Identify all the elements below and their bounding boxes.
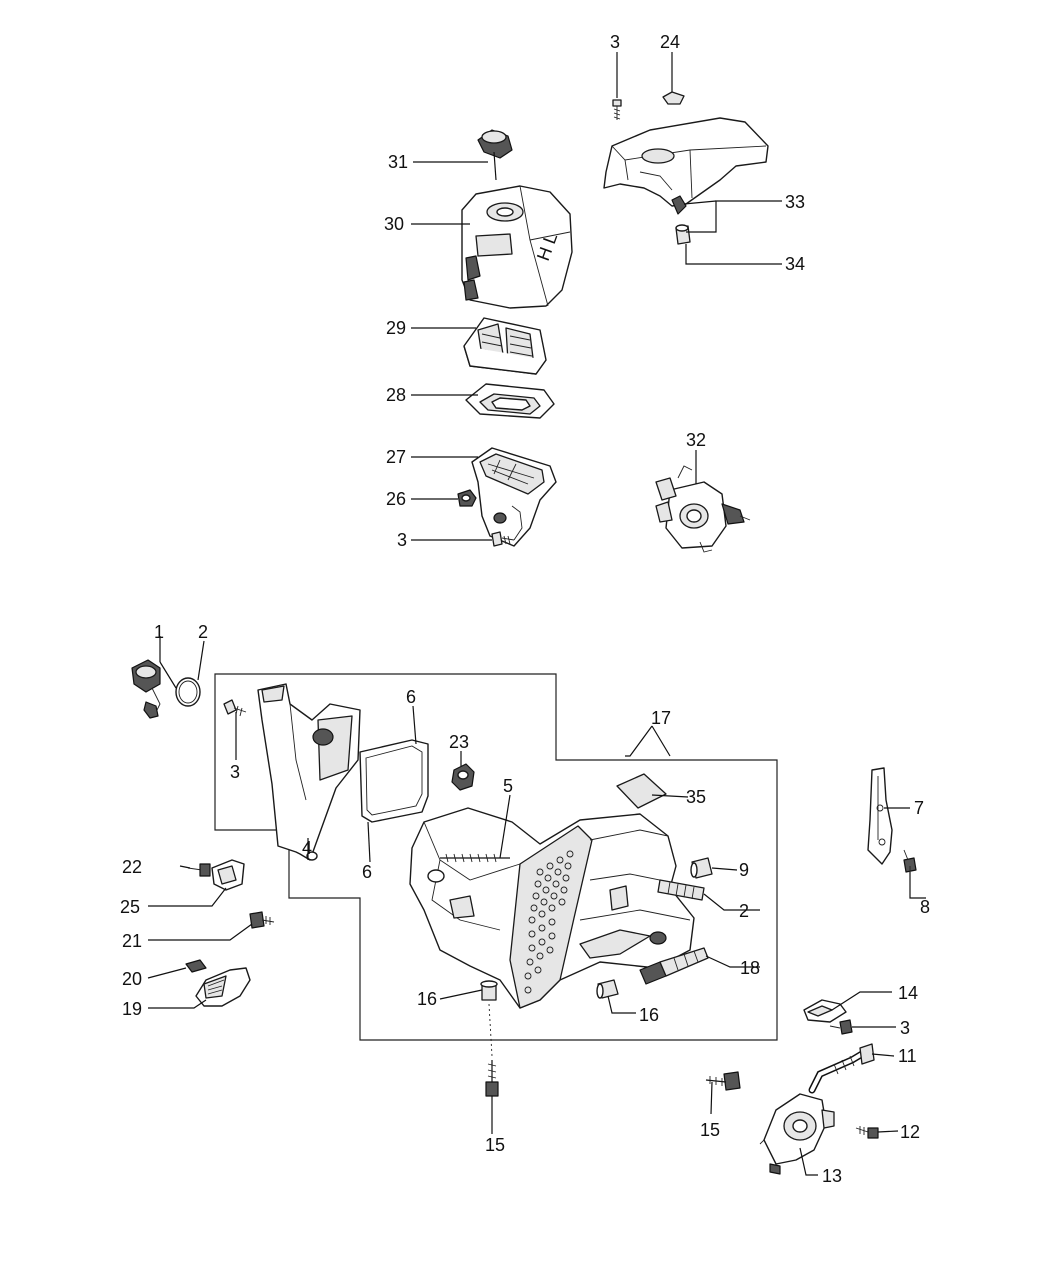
- callout-31: 31: [388, 152, 408, 172]
- callout-11: 11: [898, 1046, 917, 1066]
- callout-14: 14: [898, 983, 918, 1003]
- part-9-sleeve: [690, 857, 713, 879]
- part-28-gasket: [465, 383, 555, 419]
- part-18-stud: [639, 947, 709, 985]
- part-11-oil-hose: [808, 1043, 875, 1094]
- part-26-nut: [457, 489, 477, 507]
- leader-lines: [147, 52, 926, 1176]
- callout-3: 3: [397, 530, 407, 550]
- callout-2: 2: [198, 622, 208, 642]
- callout-21: 21: [122, 931, 142, 951]
- part-34-spacer: [675, 224, 691, 245]
- callout-27: 27: [386, 447, 406, 467]
- callout-1: 1: [154, 622, 164, 642]
- callout-25: 25: [120, 897, 140, 917]
- part-2-stud: [657, 879, 705, 901]
- part-15-bolt-right: [705, 1071, 741, 1091]
- part-32-carburetor: [655, 465, 751, 553]
- callout-17: 17: [651, 708, 671, 728]
- part-7-plate: [867, 767, 893, 865]
- callout-4: 4: [302, 838, 312, 858]
- part-20-clip: [185, 959, 207, 973]
- part-19-holder: [195, 967, 251, 1007]
- callout-16: 16: [417, 989, 437, 1009]
- callout-3: 3: [610, 32, 620, 52]
- part-3-screw-left: [223, 699, 247, 717]
- callout-26: 26: [386, 489, 406, 509]
- callout-9: 9: [739, 860, 749, 880]
- part-16-sleeve-right: [596, 979, 619, 999]
- part-23-grommet: [451, 763, 475, 791]
- callout-35: 35: [686, 787, 706, 807]
- part-4-shroud: [257, 683, 361, 861]
- callout-12: 12: [900, 1122, 920, 1142]
- part-2-o-ring: [175, 677, 201, 707]
- part-30-filter-cover: H L: [461, 185, 573, 309]
- callout-8: 8: [920, 897, 930, 917]
- part-17-crankcase: [409, 807, 695, 1009]
- part-35-label: [616, 773, 667, 809]
- part-8-screw: [903, 849, 917, 878]
- part-31-cap-screw: [477, 129, 513, 181]
- callout-28: 28: [386, 385, 406, 405]
- callout-32: 32: [686, 430, 706, 450]
- callout-6: 6: [406, 687, 416, 707]
- part-12-screw: [855, 1126, 879, 1139]
- part-3-screw-top: [612, 99, 622, 120]
- callout-13: 13: [822, 1166, 842, 1186]
- callout-29: 29: [386, 318, 406, 338]
- callout-6: 6: [362, 862, 372, 882]
- part-1-plug: [131, 659, 161, 719]
- part-16-sleeve-left: [480, 980, 498, 1001]
- part-3-screw-mid: [491, 531, 515, 547]
- part-24-clip: [662, 91, 685, 105]
- callout-30: 30: [384, 214, 404, 234]
- callout-labels: 3 24 31 30 29 28 27 26 3 33 34 32 1 2 3 …: [120, 32, 930, 1186]
- callout-16: 16: [639, 1005, 659, 1025]
- part-25-bracket: [211, 859, 245, 891]
- callout-24: 24: [660, 32, 680, 52]
- callout-20: 20: [122, 969, 142, 989]
- part-14-bracket: [803, 999, 847, 1023]
- callout-2: 2: [739, 901, 749, 921]
- callout-3: 3: [230, 762, 240, 782]
- group-17-outline: [214, 673, 778, 1041]
- callout-7: 7: [914, 798, 924, 818]
- part-5-stud: [440, 853, 510, 863]
- part-29-air-filter: [463, 317, 547, 375]
- callout-23: 23: [449, 732, 469, 752]
- assembly-dashed-line: [488, 1003, 493, 1057]
- callout-15: 15: [485, 1135, 505, 1155]
- callout-22: 22: [122, 857, 142, 877]
- part-27-filter-holder: [471, 447, 557, 547]
- part-13-oil-pump: [759, 1093, 835, 1175]
- callout-19: 19: [122, 999, 142, 1019]
- callout-34: 34: [785, 254, 805, 274]
- part-21-screw: [249, 911, 275, 929]
- part-6-gasket: [359, 739, 429, 823]
- part-3-screw-right: [829, 1019, 853, 1035]
- callout-3: 3: [900, 1018, 910, 1038]
- callout-15: 15: [700, 1120, 720, 1140]
- part-15-bolt-left: [485, 1060, 499, 1097]
- callout-18: 18: [740, 958, 760, 978]
- part-22-screw: [187, 863, 211, 877]
- callout-33: 33: [785, 192, 805, 212]
- part-33-top-cover: [603, 117, 769, 215]
- callout-5: 5: [503, 776, 513, 796]
